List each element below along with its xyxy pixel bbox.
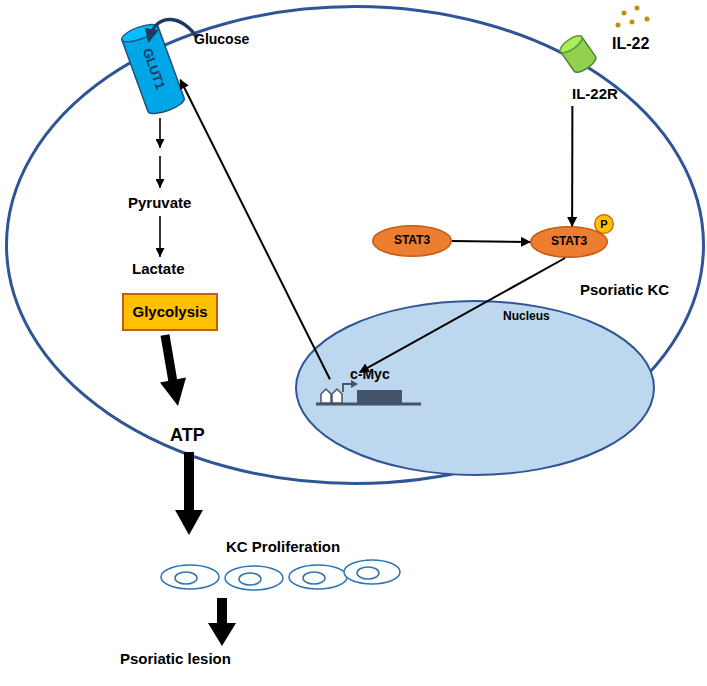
phosphate-circle-text: P [600, 218, 607, 230]
cell-nucleus-icon [303, 572, 325, 584]
protein-ellipse-text: STAT3 [394, 234, 430, 247]
process-box-text: Glycolysis [132, 304, 207, 321]
pathway-arrow [159, 118, 161, 148]
cell-icon [161, 565, 219, 589]
signal-arrow [571, 106, 573, 226]
cell-membrane: Psoriatic KCNucleusGlycolysisSTAT3STAT3P [5, 5, 705, 485]
cell-nucleus-icon [239, 573, 261, 585]
promoter-symbol [321, 389, 331, 403]
nucleus-ellipse-text: Nucleus [503, 310, 550, 323]
phosphate-circle: P [594, 214, 614, 234]
cytokine-label: IL-22 [612, 35, 649, 53]
thick-arrow-head [208, 623, 236, 646]
transporter-cylinder-top [120, 21, 160, 45]
thick-arrow-head [160, 378, 186, 406]
process-label: KC Proliferation [226, 539, 340, 556]
receptor-cylinder-text: IL-22R [572, 86, 618, 103]
transcription-arrow [343, 384, 352, 392]
protein-ellipse-shape [373, 226, 452, 257]
protein-ellipse: STAT3P [530, 226, 608, 258]
cytokine-dot [630, 20, 635, 25]
thick-arrow-head [175, 510, 203, 535]
dna-line [316, 403, 421, 406]
nucleus-ellipse: Nucleus [295, 300, 655, 476]
receptor-cylinder: IL-22R [558, 28, 638, 106]
cytokine-dot [622, 11, 627, 16]
thick-arrow-shaft [217, 598, 227, 626]
promoter-symbol [332, 389, 342, 403]
metabolite-label: Glucose [194, 32, 249, 47]
thick-arrow-shaft [165, 335, 173, 382]
phosphate-circle-shape [595, 215, 614, 234]
energy-label: ATP [170, 426, 205, 446]
metabolite-label: Lactate [132, 261, 185, 278]
protein-ellipse: STAT3 [372, 225, 452, 257]
protein-ellipse-text: STAT3 [551, 235, 587, 248]
transporter-cylinder: GLUT1 [119, 20, 187, 118]
cell-icon [225, 566, 283, 590]
nucleus-ellipse-shape [296, 301, 654, 475]
signal-arrow [180, 80, 330, 379]
cell-membrane-text: Psoriatic KC [580, 282, 669, 299]
gene-box [357, 390, 402, 404]
receptor-cylinder-top [558, 33, 585, 56]
cell-nucleus-icon [175, 572, 197, 584]
signal-arrow [360, 258, 565, 372]
thick-arrow-shaft [184, 452, 194, 513]
nucleus-ellipse-outline [295, 300, 655, 476]
process-box: Glycolysis [122, 293, 218, 331]
cytokine-dot [635, 6, 640, 11]
cytokine-dot [616, 23, 621, 28]
pathway-arrow [159, 156, 161, 188]
protein-ellipse-shape [531, 227, 608, 258]
signal-arrow [452, 241, 530, 242]
uptake-arrow [149, 19, 197, 40]
cell-icon [344, 560, 400, 584]
metabolite-label: Pyruvate [128, 195, 191, 212]
outcome-label: Psoriatic lesion [120, 651, 231, 668]
transcription-arrow-head [351, 380, 358, 388]
cell-membrane-shape [7, 7, 704, 484]
cell-icon [289, 565, 347, 589]
pathway-arrow [159, 216, 161, 257]
cytokine-dot [645, 17, 650, 22]
cell-nucleus-icon [357, 567, 379, 579]
